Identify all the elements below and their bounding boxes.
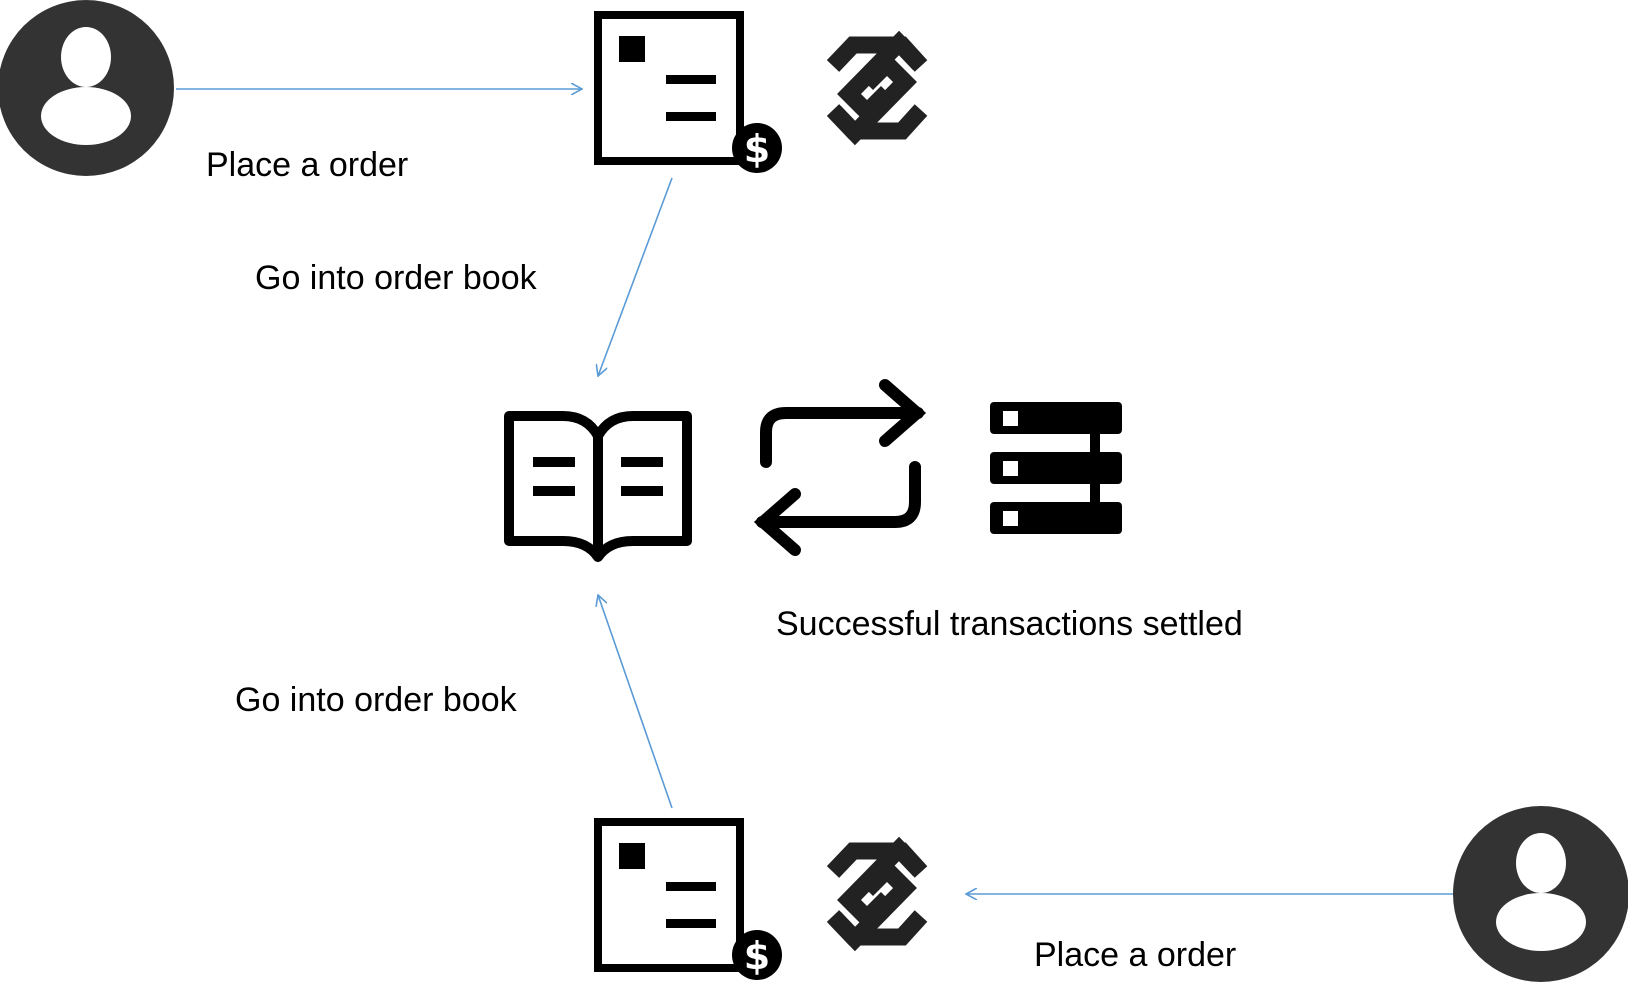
bottom-order-ticket-icon: [598, 822, 740, 968]
bottom-into-book-arrow: [598, 595, 673, 809]
top-go-into-book-label: Go into order book: [255, 259, 538, 297]
bottom-exchange-logo-icon: [833, 849, 921, 939]
top-into-book-arrow: [598, 177, 673, 376]
top-exchange-logo-icon: [833, 43, 921, 133]
bottom-go-into-book-label: Go into order book: [235, 681, 518, 719]
order-book-icon: [504, 411, 692, 562]
bottom-user-avatar-icon: [1453, 806, 1628, 982]
bottom-dollar-coin-icon: [732, 930, 782, 980]
bottom-place-order-label: Place a order: [1034, 936, 1236, 974]
top-place-order-label: Place a order: [206, 146, 408, 184]
top-order-ticket-icon: [598, 15, 740, 161]
top-user-avatar-icon: [0, 0, 174, 176]
server-stack-icon: [990, 402, 1122, 534]
top-dollar-coin-icon: [732, 123, 782, 173]
swap-arrows-icon: [753, 379, 927, 556]
transactions-settled-label: Successful transactions settled: [776, 605, 1243, 643]
